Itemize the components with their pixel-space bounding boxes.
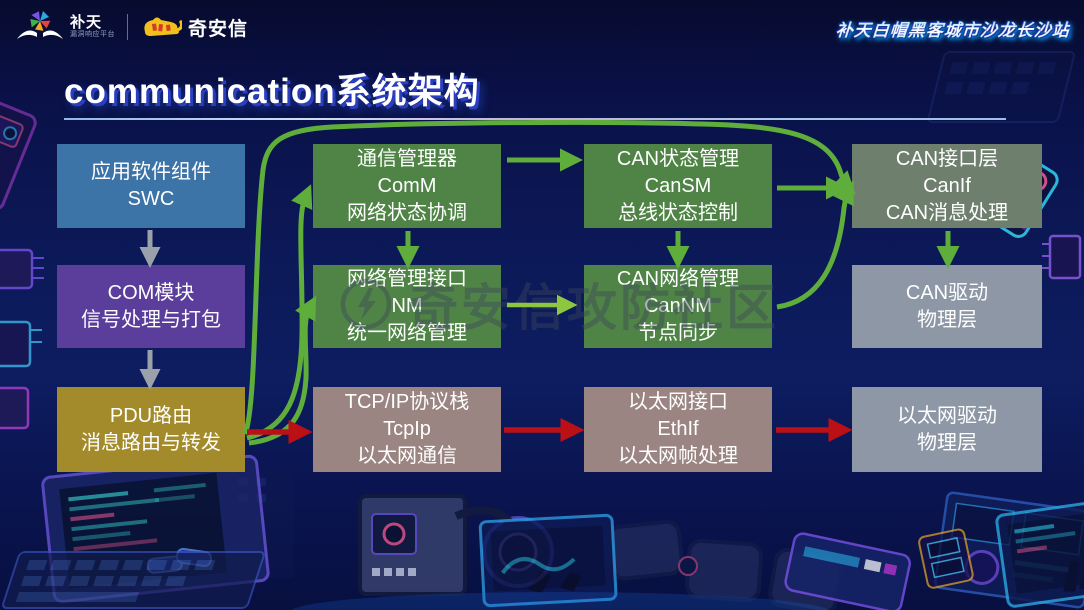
qianxin-logo: 奇安信	[140, 13, 248, 41]
box-line: 物理层	[917, 431, 977, 454]
decor-right-chip	[1042, 234, 1082, 280]
box-line: 消息路由与转发	[81, 431, 221, 454]
box-line: NM	[391, 295, 423, 317]
box-tcpip: TCP/IP协议栈 TcpIp 以太网通信	[313, 387, 501, 472]
logo-divider	[127, 14, 128, 40]
box-ethdrv: 以太网驱动 物理层	[852, 387, 1042, 472]
box-line: 网络状态协调	[347, 201, 467, 224]
box-line: 以太网接口	[628, 391, 728, 413]
box-line: 物理层	[917, 308, 977, 331]
box-line: 网络管理接口	[347, 268, 467, 290]
decor-glow	[291, 592, 829, 610]
decor-keyboard	[2, 551, 265, 609]
butian-star-wings-icon	[17, 11, 63, 39]
box-line: 以太网通信	[357, 445, 457, 467]
decor-tablet	[784, 532, 911, 610]
box-line: CanIf	[923, 174, 971, 197]
butian-subtitle: 漏洞响应平台	[70, 31, 115, 38]
box-candrv: CAN驱动 物理层	[852, 265, 1042, 348]
box-line: 统一网络管理	[347, 322, 467, 344]
event-badge: 补天白帽黑客城市沙龙长沙站	[835, 16, 1071, 41]
box-line: 节点同步	[638, 322, 718, 344]
decor-laptop-center	[478, 513, 618, 608]
qianxin-label: 奇安信	[188, 18, 249, 40]
box-line: CanNM	[644, 295, 712, 317]
box-line: CAN状态管理	[616, 147, 740, 170]
butian-name: 补天	[70, 14, 103, 31]
header: 补天 漏洞响应平台 奇安信	[16, 8, 248, 46]
box-line: 应用软件组件	[91, 161, 211, 183]
box-line: CanSM	[644, 174, 712, 197]
decor-left-chips	[0, 248, 44, 430]
box-line: CAN接口层	[895, 147, 999, 170]
decor-laptop-hand	[995, 500, 1084, 608]
title-underline	[64, 118, 1006, 120]
box-line: 信号处理与打包	[81, 308, 221, 331]
box-pdu: PDU路由 消息路由与转发	[57, 387, 245, 472]
box-line: ComM	[377, 174, 437, 197]
box-line: 以太网帧处理	[618, 445, 738, 467]
box-line: SWC	[127, 188, 175, 210]
box-cansm: CAN状态管理 CanSM 总线状态控制	[584, 144, 772, 228]
butian-text: 补天 漏洞响应平台	[70, 15, 115, 39]
box-nm: 网络管理接口 NM 统一网络管理	[313, 265, 501, 348]
box-line: CAN网络管理	[616, 268, 740, 290]
box-line: 通信管理器	[357, 147, 457, 170]
butian-logo: 补天 漏洞响应平台	[16, 8, 115, 46]
box-line: 以太网驱动	[897, 404, 997, 427]
box-line: TCP/IP协议栈	[344, 391, 470, 413]
box-line: CAN消息处理	[885, 201, 1009, 224]
page-title: communication系统架构	[64, 72, 480, 111]
box-line: CAN驱动	[905, 281, 989, 304]
box-canif: CAN接口层 CanIf CAN消息处理	[852, 144, 1042, 228]
box-com: COM模块 信号处理与打包	[57, 265, 245, 348]
box-ethif: 以太网接口 EthIf 以太网帧处理	[584, 387, 772, 472]
decor-keys-topright	[927, 51, 1075, 123]
box-line: 总线状态控制	[618, 201, 738, 224]
box-line: TcpIp	[383, 418, 431, 440]
decor-badge	[918, 528, 974, 589]
decor-device-topleft	[0, 96, 37, 211]
box-swc: 应用软件组件 SWC	[57, 144, 245, 228]
tiger-icon	[144, 17, 182, 36]
box-comm: 通信管理器 ComM 网络状态协调	[313, 144, 501, 228]
box-line: EthIf	[657, 418, 699, 440]
box-line: PDU路由	[109, 404, 193, 427]
box-line: COM模块	[107, 281, 195, 304]
box-cannm: CAN网络管理 CanNM 节点同步	[584, 265, 772, 348]
